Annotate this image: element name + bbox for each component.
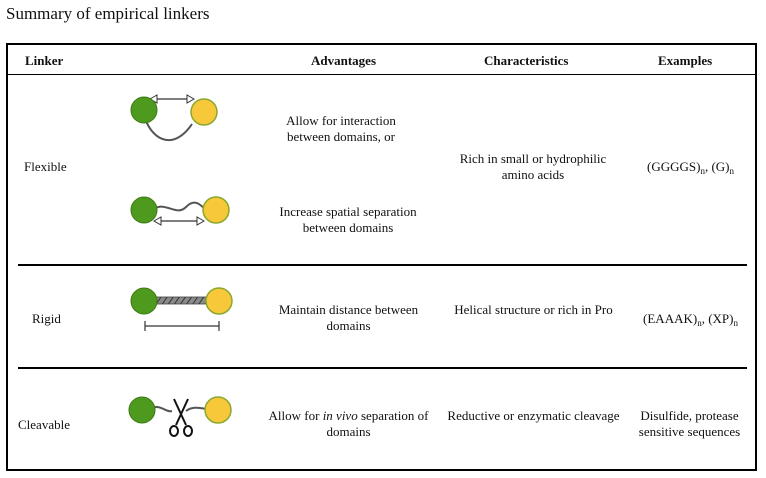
header-linker: Linker — [25, 53, 64, 68]
header-advantages: Advantages — [311, 53, 377, 68]
row-flexible-examples: (GGGGS)n, (G)n — [628, 159, 753, 176]
example-part: , (G) — [704, 159, 730, 174]
advantage-text: separation of domains — [326, 408, 429, 439]
row-rigid-characteristics: Helical structure or rich in Pro — [454, 302, 613, 317]
linker-diagram-cleavable — [128, 396, 232, 437]
example-subscript: n — [733, 318, 738, 328]
header-characteristics: Characteristics — [484, 53, 569, 68]
row-cleavable-advantage: Allow for in vivo separation of domains — [261, 408, 436, 440]
row-flexible-name: Flexible — [24, 159, 67, 174]
row-cleavable-characteristics: Reductive or enzymatic cleavage — [447, 408, 620, 423]
header-examples: Examples — [658, 53, 713, 68]
header-divider — [8, 74, 755, 75]
example-subscript: n — [729, 166, 735, 176]
row-flexible-advantage-1: Allow for interaction between domains, o… — [286, 113, 396, 144]
row-divider-1 — [18, 264, 747, 266]
linker-diagram-rigid — [130, 287, 233, 331]
row-rigid-advantage: Maintain distance between domains — [278, 302, 419, 333]
row-flexible-advantage-2: Increase spatial separation between doma… — [279, 204, 417, 235]
example-subscript: n — [697, 318, 702, 328]
example-subscript: n — [700, 166, 705, 176]
page-title: Summary of empirical linkers — [6, 4, 210, 23]
example-part: , (XP) — [701, 311, 734, 326]
row-divider-2 — [18, 367, 747, 369]
example-part: (GGGGS) — [647, 159, 701, 174]
example-part: (EAAAK) — [643, 311, 698, 326]
advantage-text: Allow for — [268, 408, 323, 423]
row-flexible-characteristics: Rich in small or hydrophilic amino acids — [459, 151, 607, 182]
row-rigid-examples: (EAAAK)n, (XP)n — [628, 311, 753, 328]
row-rigid-name: Rigid — [32, 311, 61, 326]
linker-diagram-flexible-separation — [130, 196, 230, 226]
scissors-icon — [169, 398, 193, 437]
linker-diagram-flexible-interaction — [130, 94, 218, 141]
advantage-italic: in vivo — [322, 408, 358, 423]
linker-table: Linker Advantages Characteristics Exampl… — [6, 43, 757, 471]
row-cleavable-name: Cleavable — [18, 417, 70, 432]
row-cleavable-examples: Disulfide, protease sensitive sequences — [638, 408, 741, 439]
